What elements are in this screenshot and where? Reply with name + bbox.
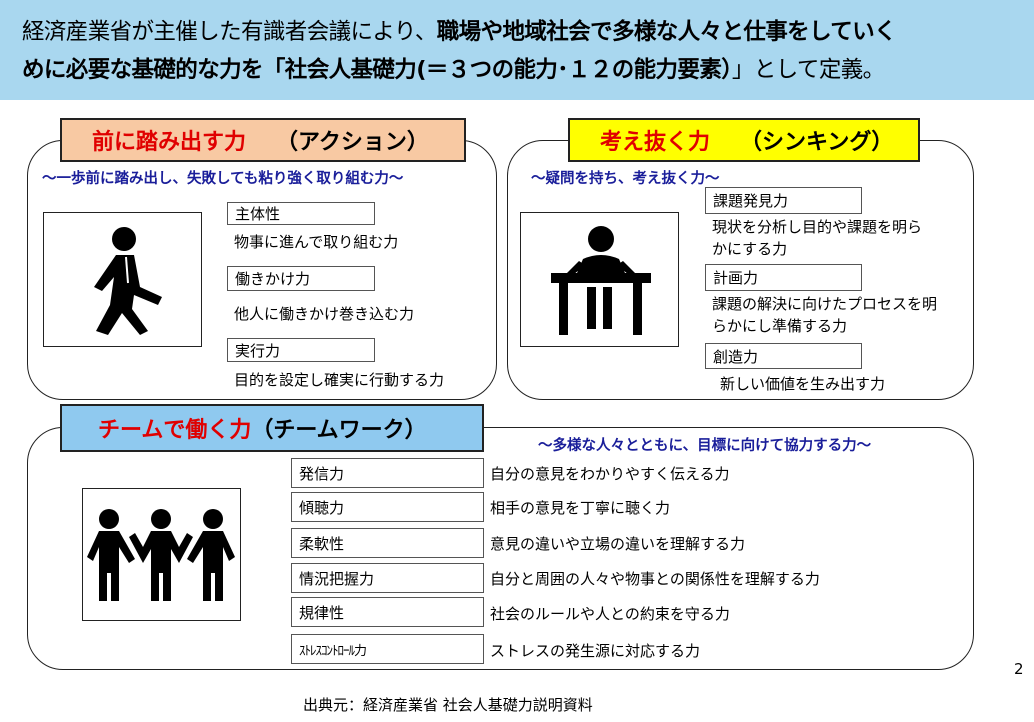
action-subtitle: ～一歩前に踏み出し、失敗しても粘り強く取り組む力～ [42, 171, 404, 187]
skill-desc-hasshin: 自分の意見をわかりやすく伝える力 [490, 465, 730, 483]
team-figure [82, 488, 241, 621]
skill-box-kadaihakken: 課題発見力 [705, 187, 862, 214]
team-title-main: チームで働く力 [98, 418, 252, 443]
skill-desc-shutaisei: 物事に進んで取り組む力 [234, 233, 399, 251]
walking-person-icon [94, 227, 162, 335]
page-number: 2 [1014, 660, 1024, 678]
team-subtitle: ～多様な人々とともに、目標に向けて協力する力～ [538, 438, 872, 454]
skill-box-shutaisei: 主体性 [227, 202, 375, 225]
header-line-1-plain: 経済産業省が主催した有識者会議により、 [22, 19, 437, 45]
person-at-desk-icon [551, 226, 651, 335]
skill-box-hasshin: 発信力 [291, 458, 484, 488]
thinking-title-main: 考え抜く力 [600, 130, 711, 155]
action-figure [43, 212, 202, 347]
source-citation: 出典元：経済産業省 社会人基礎力説明資料 [303, 696, 593, 714]
skill-box-stress-control: ｽﾄﾚｽｺﾝﾄﾛｰﾙ力 [291, 634, 484, 664]
header-line-1: 経済産業省が主催した有識者会議により、職場や地域社会で多様な人々と仕事をしていく [22, 14, 897, 46]
skill-box-joukyouhaaku: 情況把握力 [291, 563, 484, 593]
skill-box-jikkoryoku: 実行力 [227, 338, 375, 362]
action-title-main: 前に踏み出す力 [92, 130, 247, 155]
skill-desc-juunan: 意見の違いや立場の違いを理解する力 [490, 535, 746, 553]
thinking-subtitle: ～疑問を持ち、考え抜く力～ [531, 171, 720, 187]
header-line-2: めに必要な基礎的な力を「社会人基礎力(＝３つの能力･１２の能力要素）」として定義… [22, 52, 885, 84]
header-line-2-plain: 」として定義。 [731, 57, 885, 83]
skill-desc-kiritsu: 社会のルールや人との約束を守る力 [490, 605, 730, 623]
header-line-2-bold: めに必要な基礎的な力を「社会人基礎力(＝３つの能力･１２の能力要素） [22, 57, 732, 83]
skill-desc-keikaku-1: 課題の解決に向けたプロセスを明 [712, 295, 938, 313]
action-title-sub: （アクション） [276, 130, 429, 155]
header-line-1-bold: 職場や地域社会で多様な人々と仕事をしていく [436, 19, 897, 45]
skill-box-keikaku: 計画力 [705, 264, 862, 291]
skill-desc-keichou: 相手の意見を丁寧に聴く力 [490, 499, 671, 517]
skill-desc-stress-control: ストレスの発生源に対応する力 [490, 642, 701, 660]
header-banner: 経済産業省が主催した有識者会議により、職場や地域社会で多様な人々と仕事をしていく… [0, 0, 1034, 100]
skill-box-keichou: 傾聴力 [291, 492, 484, 522]
skill-box-hatarakikake: 働きかけ力 [227, 266, 375, 291]
team-title-sub: （チームワーク） [251, 418, 427, 443]
thinking-title: 考え抜く力 （シンキング） [568, 118, 920, 162]
skill-desc-kadaihakken-1: 現状を分析し目的や課題を明ら [712, 218, 923, 236]
skill-desc-souzou: 新しい価値を生み出す力 [720, 375, 886, 393]
team-title: チームで働く力（チームワーク） [60, 404, 484, 452]
thinking-title-sub: （シンキング） [740, 130, 894, 155]
skill-box-souzou: 創造力 [705, 343, 862, 369]
thinking-figure [520, 212, 679, 347]
skill-box-kiritsu: 規律性 [291, 597, 484, 627]
skill-desc-jikkoryoku: 目的を設定し確実に行動する力 [234, 371, 445, 389]
skill-desc-joukyouhaaku: 自分と周囲の人々や物事との関係性を理解する力 [490, 570, 820, 588]
action-title: 前に踏み出す力 （アクション） [60, 118, 466, 162]
skill-desc-hatarakikake: 他人に働きかけ巻き込む力 [234, 305, 415, 323]
team-people-icon [87, 509, 235, 601]
skill-box-juunan: 柔軟性 [291, 528, 484, 558]
skill-desc-keikaku-2: らかにし準備する力 [712, 317, 848, 335]
skill-desc-kadaihakken-2: かにする力 [712, 240, 788, 258]
